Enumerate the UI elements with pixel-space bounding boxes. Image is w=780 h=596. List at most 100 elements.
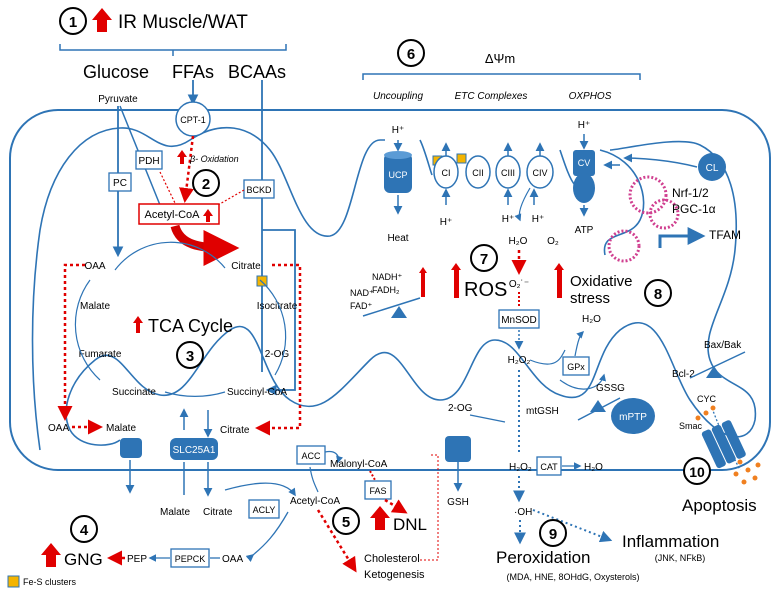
cyc-label: CYC	[697, 394, 717, 404]
marker-10: 10	[689, 464, 705, 480]
cat-box	[536, 456, 562, 476]
etc-bracket	[362, 73, 641, 80]
marker-4: 4	[80, 522, 89, 539]
slc-label: SLC25A1	[173, 445, 216, 456]
nad-label: NAD⁺	[350, 288, 374, 298]
acly-box	[248, 499, 280, 519]
oxstress-up-bar	[557, 268, 562, 298]
o2-etc: O₂	[547, 236, 559, 247]
mnsod-label: MnSOD	[501, 315, 537, 326]
marker-4-circle	[70, 515, 98, 543]
two-og-label: 2-OG	[265, 349, 290, 360]
oaa-label: OAA	[84, 261, 105, 272]
cyt-oaa2-label: OAA	[222, 554, 243, 565]
pyruvate-label: Pyruvate	[98, 94, 138, 105]
isocitrate-label: Isocitrate	[257, 301, 298, 312]
etc-complexes-label: ETC Complexes	[455, 91, 528, 102]
gpx-label: GPx	[567, 362, 585, 372]
cv-label: CV	[578, 158, 591, 168]
up-arrow-icon	[92, 8, 112, 32]
inflammation-sub: (JNK, NFkB)	[655, 553, 706, 563]
tca-label: TCA Cycle	[148, 316, 233, 336]
marker-2-circle	[192, 169, 220, 197]
mtdna-2	[648, 198, 680, 230]
h2o2-label: H₂O₂	[508, 355, 531, 366]
marker-5-circle	[332, 507, 360, 535]
gpx-box	[562, 356, 590, 376]
malate-label: Malate	[80, 301, 110, 312]
marker-9: 9	[549, 526, 557, 543]
ros-label: ROS	[464, 279, 507, 301]
balance-gsh	[590, 400, 606, 412]
nadh-label: NADH⁺	[372, 272, 403, 282]
cyt-malate2-label: Malate	[160, 507, 190, 518]
glucose-label: Glucose	[83, 62, 149, 82]
inner-membrane	[31, 126, 757, 451]
cholesterol-label: Cholesterol	[364, 553, 420, 565]
cyt-2og-label: 2-OG	[448, 403, 473, 414]
balance-nad	[362, 297, 421, 317]
pc-box	[108, 172, 132, 192]
succinyl-coa-label: Succinyl-CoA	[227, 387, 287, 398]
pepck-box	[170, 548, 210, 568]
acc-box	[296, 445, 326, 465]
cl-label: CL	[706, 163, 719, 174]
cyt-malate-label: Malate	[106, 423, 136, 434]
superoxide-label: O₂˙⁻	[509, 279, 529, 290]
mtdna-1	[628, 175, 668, 215]
oh-label: ·OH	[514, 507, 532, 518]
cyt-citrate2-label: Citrate	[203, 507, 233, 518]
gng-label: GNG	[64, 550, 103, 569]
fas-box	[364, 480, 392, 500]
mptp-label: mPTP	[619, 412, 647, 423]
big-red-arrow	[170, 224, 240, 266]
ffas-label: FFAs	[172, 62, 214, 82]
citrate-label: Citrate	[231, 261, 261, 272]
bcl2-label: Bcl-2	[672, 369, 695, 380]
atp-label: ATP	[575, 225, 594, 236]
h-ucp: H⁺	[392, 125, 405, 136]
legend-label: Fe-S clusters	[23, 577, 77, 587]
bckd-label: BCKD	[246, 185, 272, 195]
legend-swatch	[7, 575, 20, 588]
fad-label: FAD⁺	[350, 301, 373, 311]
cyt-oaa-label: OAA	[48, 423, 69, 434]
cyt-acetyl-label: Acetyl-CoA	[290, 496, 340, 507]
pc-label: PC	[113, 178, 127, 189]
h-cv: H⁺	[578, 120, 591, 131]
pdh-label: PDH	[138, 156, 159, 167]
ros-up-bar	[454, 268, 459, 298]
outer-membrane	[9, 109, 771, 471]
beta-oxidation-label: β- Oxidation	[189, 154, 239, 164]
gssg-label: GSSG	[596, 383, 625, 394]
marker-8: 8	[654, 286, 662, 303]
civ-label: CIV	[532, 168, 547, 178]
cat-h2o-label: H₂O	[584, 462, 603, 473]
transporter-left	[120, 438, 142, 458]
ketogenesis-label: Ketogenesis	[364, 569, 425, 581]
mptp-node	[611, 398, 655, 434]
cl-node	[698, 153, 726, 181]
h-ciii: H⁺	[502, 214, 515, 225]
ucp-protein	[384, 153, 412, 193]
fumarate-label: Fumarate	[79, 349, 122, 360]
pgc-label: PGC-1α	[672, 202, 716, 216]
pore-channel	[701, 420, 746, 469]
mnsod-box	[498, 309, 540, 329]
mtdna-3	[607, 229, 641, 263]
marker-6-circle	[397, 39, 425, 67]
pdh-box	[135, 150, 163, 170]
succinate-label: Succinate	[112, 387, 156, 398]
acetyl-coa-label: Acetyl-CoA	[144, 209, 200, 221]
marker-1-circle	[59, 7, 87, 35]
gsh-label: GSH	[447, 497, 469, 508]
h-ci: H⁺	[440, 217, 453, 228]
marker-1: 1	[69, 14, 77, 31]
bckd-box	[243, 179, 275, 199]
marker-10-circle	[683, 457, 711, 485]
header-bracket	[59, 44, 287, 51]
marker-6: 6	[407, 46, 415, 63]
pep-label: PEP	[127, 554, 147, 565]
